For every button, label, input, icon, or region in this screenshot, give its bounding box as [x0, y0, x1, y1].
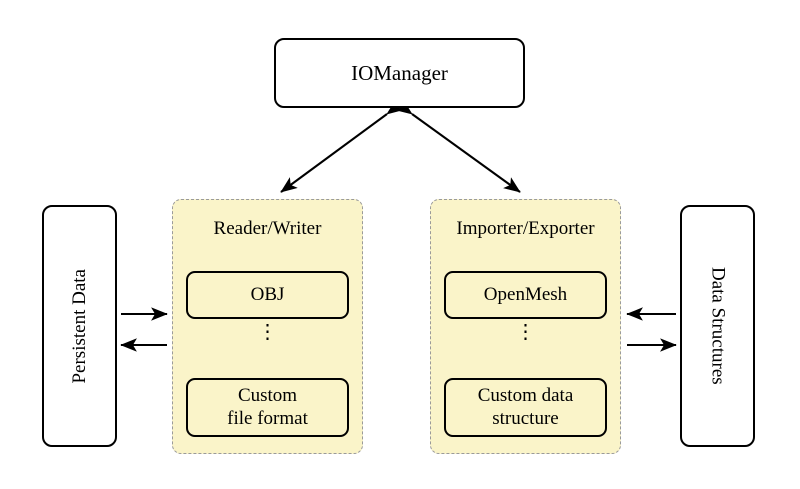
group-reader-writer[interactable]: Reader/Writer OBJ ⋮ Custom file format [172, 199, 363, 454]
ellipsis-glyph: ⋮ [515, 321, 536, 343]
group-reader-writer-title: Reader/Writer [213, 218, 322, 239]
item-custom-file-format-label: Custom file format [227, 385, 308, 431]
node-persistent-data-label: Persistent Data [68, 268, 90, 384]
node-iomanager-label: IOManager [351, 60, 448, 85]
node-data-structures-label: Data Structures [707, 267, 729, 385]
group-importer-exporter-title: Importer/Exporter [456, 218, 595, 239]
node-persistent-data[interactable]: Persistent Data [42, 205, 117, 447]
connector-manager-readerwriter [280, 99, 404, 193]
group-importer-exporter[interactable]: Importer/Exporter OpenMesh ⋮ Custom data… [430, 199, 621, 454]
ellipsis-importer-exporter: ⋮ [431, 321, 620, 343]
item-custom-file-format-line1: Custom [237, 384, 298, 406]
node-iomanager[interactable]: IOManager [274, 38, 525, 108]
ellipsis-reader-writer: ⋮ [173, 321, 362, 343]
node-data-structures[interactable]: Data Structures [680, 205, 755, 447]
item-obj[interactable]: OBJ [186, 271, 349, 319]
item-obj-label: OBJ [250, 283, 285, 305]
connector-manager-importerexporter [395, 99, 521, 193]
item-openmesh[interactable]: OpenMesh [444, 271, 607, 319]
item-custom-data-structure[interactable]: Custom data structure [444, 378, 607, 437]
item-custom-file-format-line2: file format [227, 407, 308, 429]
item-openmesh-label: OpenMesh [483, 283, 568, 305]
item-custom-data-structure-line2: structure [492, 407, 559, 429]
item-custom-file-format[interactable]: Custom file format [186, 378, 349, 437]
ellipsis-glyph: ⋮ [257, 321, 278, 343]
item-custom-data-structure-label: Custom data structure [478, 385, 574, 431]
item-custom-data-structure-line1: Custom data [477, 384, 574, 406]
